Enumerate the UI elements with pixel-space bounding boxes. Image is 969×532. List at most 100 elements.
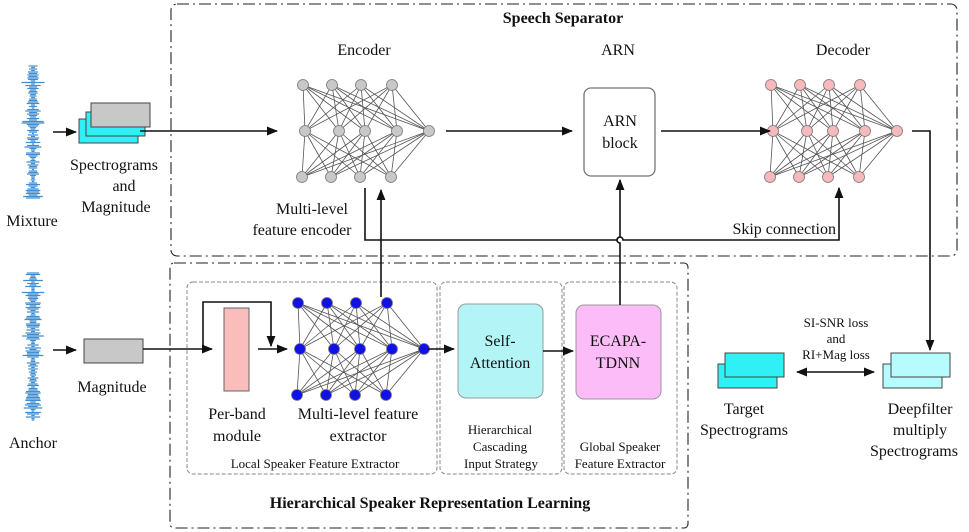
network-edge <box>827 130 898 178</box>
encoder-network <box>296 79 435 183</box>
target-label-line-2: Spectrograms <box>700 422 788 439</box>
network-node <box>320 389 332 401</box>
anchor-waveform-icon <box>21 272 45 421</box>
encoder-caption-line-1: Multi-level <box>276 201 349 218</box>
network-node <box>326 79 338 91</box>
network-edge <box>302 84 306 132</box>
network-edge <box>296 348 335 396</box>
network-edge <box>359 130 430 178</box>
network-edge <box>828 84 898 132</box>
network-node <box>418 343 430 355</box>
decoder-to-deepfilter-arrow <box>912 130 935 352</box>
network-edge <box>770 84 834 132</box>
spectrogram-caption-line-1: Spectrograms <box>70 157 158 174</box>
local-extractor-title: Local Speaker Feature Extractor <box>231 456 400 471</box>
mixture-waveform-icon <box>21 65 45 199</box>
network-edge <box>772 84 830 132</box>
network-edge <box>297 302 361 350</box>
network-node <box>794 79 806 91</box>
network-node <box>823 79 835 91</box>
network-edge <box>296 348 301 396</box>
network-node <box>296 171 308 183</box>
arn-label: ARN <box>601 42 635 59</box>
network-edge <box>326 302 335 350</box>
network-node <box>423 125 435 137</box>
network-edge <box>772 130 829 178</box>
network-edge <box>772 130 800 178</box>
network-node <box>854 79 866 91</box>
deepfilter-label-line-3: Spectrograms <box>870 443 958 460</box>
network-edge <box>354 348 393 396</box>
network-edge <box>354 348 425 396</box>
network-edge <box>828 84 834 132</box>
network-edge <box>360 84 430 132</box>
network-node <box>359 125 371 137</box>
network-edge <box>355 302 425 350</box>
network-edge <box>360 84 366 132</box>
network-edge <box>770 84 808 132</box>
network-edge <box>304 84 393 132</box>
cascading-title-line-1: Hierarchical <box>468 422 533 437</box>
per-band-label-line-1: Per-band <box>208 406 265 423</box>
network-edge <box>858 130 898 178</box>
network-edge <box>832 84 861 132</box>
network-node <box>299 125 311 137</box>
network-edge <box>330 130 366 178</box>
network-edge <box>772 84 861 132</box>
network-node <box>386 343 398 355</box>
network-node <box>764 171 776 183</box>
mlfe-label-line-2: extractor <box>330 428 388 445</box>
loss-label-line-2: and <box>827 331 846 346</box>
network-node <box>801 125 813 137</box>
network-edge <box>799 84 898 132</box>
deepfilter-spectrogram-icon <box>882 352 951 389</box>
network-edge <box>333 302 388 350</box>
hierarchical-box <box>169 262 689 529</box>
network-edge <box>359 130 398 178</box>
spectrogram-caption-line-2: and <box>112 178 135 195</box>
spectrogram-caption-line-3: Magnitude <box>81 199 150 216</box>
network-edge <box>331 84 340 132</box>
multi-level-feature-extractor-network <box>291 297 430 401</box>
cascading-title-line-2: Cascading <box>473 439 528 454</box>
ecapa-tdnn-line-1: ECAPA- <box>590 333 646 350</box>
network-edge <box>299 348 327 396</box>
network-node <box>350 297 362 309</box>
network-edge <box>769 130 834 178</box>
network-edge <box>302 84 340 132</box>
network-edge <box>304 130 332 178</box>
skip-connection-label: Skip connection <box>732 221 836 238</box>
network-edge <box>301 130 430 178</box>
mlfe-label-line-1: Multi-level feature <box>298 406 418 423</box>
ecapa-to-arn-arrow <box>615 178 625 305</box>
network-edge <box>385 348 425 396</box>
arn-block <box>583 87 656 177</box>
arn-block-line-1: ARN <box>603 113 637 130</box>
spectrogram-stack-icon <box>78 102 151 144</box>
network-edge <box>798 130 866 178</box>
network-edge <box>827 130 866 178</box>
network-edge <box>325 348 393 396</box>
network-edge <box>325 348 335 396</box>
network-edge <box>304 84 333 132</box>
network-node <box>765 79 777 91</box>
network-edge <box>302 84 366 132</box>
network-node <box>292 297 304 309</box>
network-edge <box>330 130 398 178</box>
network-edge <box>769 130 774 178</box>
local-extractor-box <box>186 281 438 475</box>
global-extractor-title-line-1: Global Speaker <box>580 439 661 454</box>
network-edge <box>304 130 361 178</box>
encoder-label: Encoder <box>337 42 391 59</box>
network-node <box>291 389 303 401</box>
network-edge <box>772 84 801 132</box>
network-edge <box>338 84 362 132</box>
network-edge <box>296 348 425 396</box>
network-node <box>325 171 337 183</box>
network-edge <box>331 84 398 132</box>
network-node <box>349 389 361 401</box>
network-node <box>891 125 903 137</box>
network-edge <box>386 302 425 350</box>
network-edge <box>326 302 425 350</box>
decoder-network <box>764 79 903 183</box>
